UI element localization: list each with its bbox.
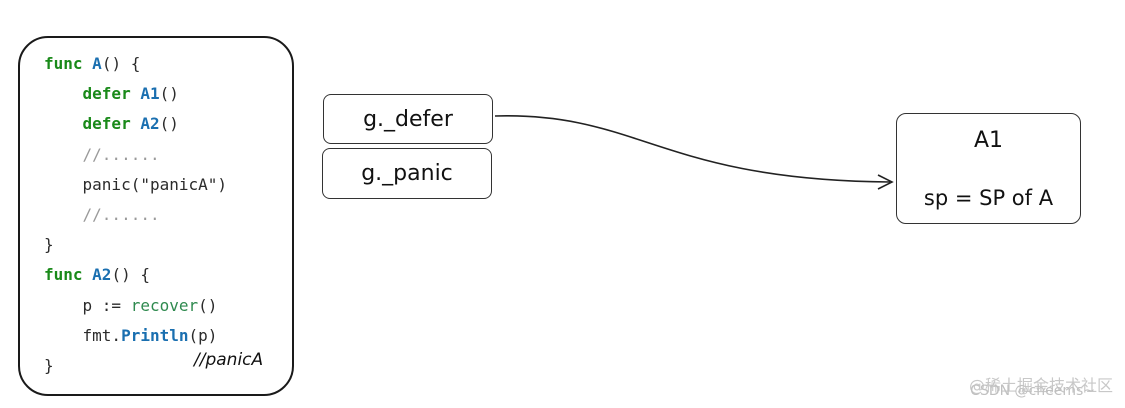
a1-sp-label: sp = SP of A bbox=[923, 186, 1054, 210]
code-token: fmt. bbox=[44, 325, 122, 345]
arrow-head-icon bbox=[877, 174, 894, 190]
a1-defer-node: A1 sp = SP of A bbox=[896, 113, 1081, 224]
code-token: recover bbox=[130, 295, 199, 315]
code-token: () bbox=[198, 295, 218, 315]
code-line: fmt.Println(p) bbox=[44, 325, 218, 346]
code-line: } bbox=[44, 356, 54, 376]
code-token: () bbox=[159, 114, 179, 134]
code-token: func bbox=[44, 265, 93, 285]
code-token: func bbox=[44, 54, 93, 73]
g-defer-label: g._defer bbox=[363, 106, 453, 132]
code-token: A bbox=[92, 54, 102, 73]
code-token: Println bbox=[121, 325, 189, 345]
code-token: () { bbox=[101, 54, 141, 73]
code-token: A1 bbox=[140, 84, 160, 104]
code-line: panic("panicA") bbox=[44, 174, 228, 195]
code-listing: func A() { defer A1() defer A2() //.....… bbox=[20, 38, 292, 394]
code-token: p := bbox=[44, 295, 131, 315]
code-line: p := recover() bbox=[44, 295, 218, 316]
code-token: A2 bbox=[92, 265, 112, 285]
code-token: () { bbox=[111, 265, 150, 285]
code-token: //...... bbox=[44, 205, 160, 224]
defer-arrow bbox=[494, 115, 891, 183]
code-token: defer bbox=[44, 84, 141, 104]
code-token: defer bbox=[44, 114, 141, 134]
code-token: } bbox=[44, 235, 54, 255]
code-line: //...... bbox=[44, 145, 160, 165]
handwritten-comment: //panicA bbox=[194, 350, 264, 370]
g-panic-label: g._panic bbox=[361, 161, 453, 186]
watermark-csdn: CSDN @cheems~ bbox=[970, 383, 1095, 399]
a1-title: A1 bbox=[973, 128, 1004, 153]
code-line: func A2() { bbox=[44, 265, 150, 285]
code-line: defer A1() bbox=[44, 84, 179, 104]
code-line: defer A2() bbox=[44, 114, 179, 134]
code-line: //...... bbox=[44, 205, 160, 225]
code-panel: func A() { defer A1() defer A2() //.....… bbox=[18, 36, 294, 396]
code-token: (p) bbox=[188, 325, 218, 345]
code-line: func A() { bbox=[44, 54, 140, 74]
code-token: } bbox=[44, 356, 54, 375]
code-token: //...... bbox=[44, 144, 160, 164]
code-line: } bbox=[44, 235, 54, 255]
code-token: A2 bbox=[140, 114, 160, 134]
g-defer-node: g._defer bbox=[323, 94, 493, 144]
code-token: () bbox=[159, 84, 179, 104]
watermark-juejin: @稀土掘金技术社区 bbox=[968, 376, 1113, 395]
g-panic-node: g._panic bbox=[322, 148, 492, 199]
code-token: panic("panicA") bbox=[44, 174, 228, 194]
